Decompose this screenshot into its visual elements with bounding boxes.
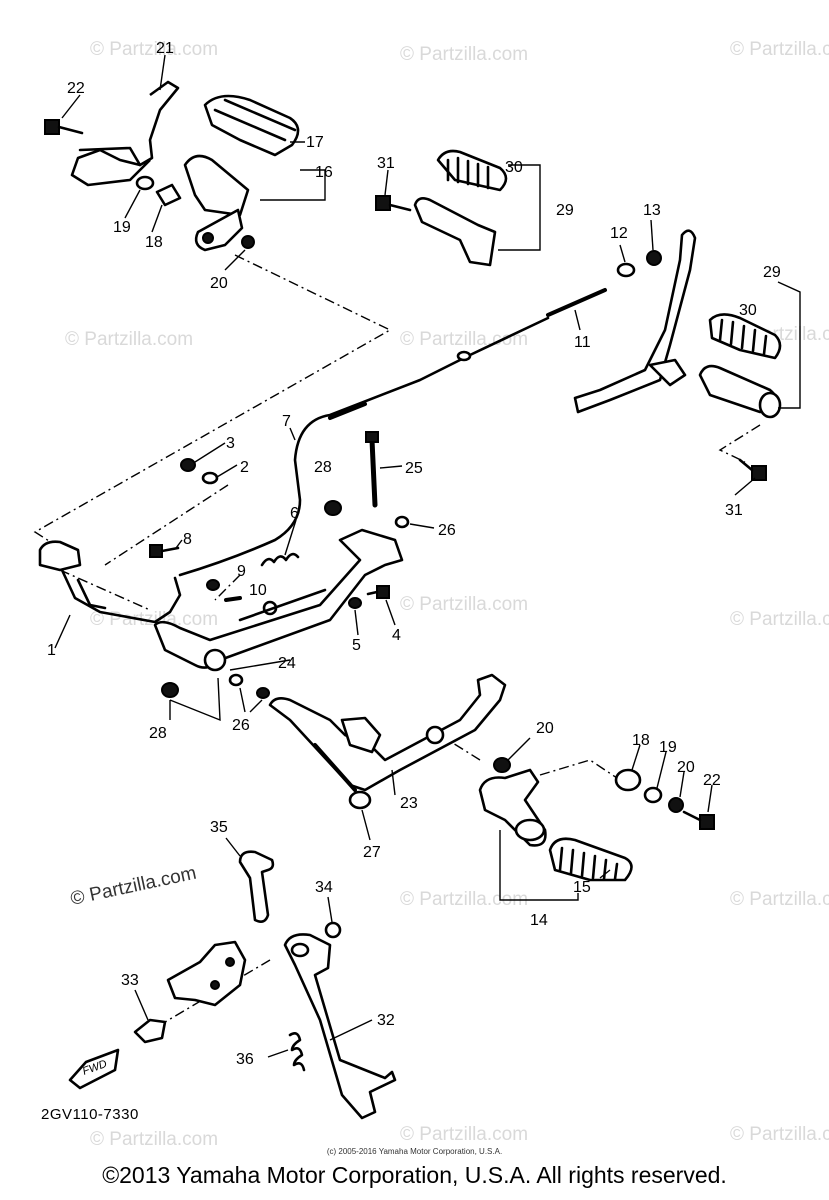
callout-20: 20 (677, 759, 695, 776)
watermark: © Partzilla.com (730, 39, 829, 60)
watermark: © Partzilla.com (400, 329, 528, 350)
diagram-code: 2GV110-7330 (41, 1106, 139, 1123)
callout-30: 30 (505, 159, 523, 176)
callout-19: 19 (113, 219, 131, 236)
brake-pedal (38, 540, 182, 649)
callout-7: 7 (282, 413, 291, 430)
callout-30: 30 (739, 302, 757, 319)
watermark: © Partzilla.com (400, 44, 528, 65)
watermark: © Partzilla.com (730, 609, 829, 630)
callout-26: 26 (232, 717, 250, 734)
callout-1: 1 (47, 642, 56, 659)
small-copyright: (c) 2005-2016 Yamaha Motor Corporation, … (326, 1147, 503, 1156)
callout-25: 25 (405, 460, 423, 477)
watermark: © Partzilla.com (400, 594, 528, 615)
callout-21: 21 (156, 40, 174, 57)
callout-29: 29 (556, 202, 574, 219)
callout-3: 3 (226, 435, 235, 452)
callout-14: 14 (530, 912, 548, 929)
callout-12: 12 (610, 225, 628, 242)
callout-36: 36 (236, 1051, 254, 1068)
callout-24: 24 (278, 655, 296, 672)
callout-19: 19 (659, 739, 677, 756)
left-rear-footrest-assembly (44, 54, 485, 271)
watermark: © Partzilla.com (730, 889, 829, 910)
watermark: © Partzilla.com (730, 1124, 829, 1145)
right-footrest-bar (268, 673, 507, 841)
watermark: © Partzilla.com (90, 609, 218, 630)
watermark: © Partzilla.com (400, 1124, 528, 1145)
sidestand-assembly: FWD (68, 837, 397, 1120)
brake-rod (178, 316, 550, 577)
callout-22: 22 (67, 80, 85, 97)
passenger-footrest-left (375, 149, 541, 267)
callout-15: 15 (573, 879, 591, 896)
callout-8: 8 (183, 531, 192, 548)
callout-31: 31 (377, 155, 395, 172)
callout-4: 4 (392, 627, 401, 644)
callout-labels: 1 2 3 4 5 6 7 8 9 10 11 12 13 14 15 16 1… (47, 40, 781, 1068)
callout-2: 2 (240, 459, 249, 476)
callout-16: 16 (315, 164, 333, 181)
callout-34: 34 (315, 879, 333, 896)
callout-22: 22 (703, 772, 721, 789)
callout-27: 27 (363, 844, 381, 861)
watermark: © Partzilla.com (90, 39, 218, 60)
callout-26: 26 (438, 522, 456, 539)
watermark-dark: © Partzilla.com (69, 863, 199, 910)
callout-31: 31 (725, 502, 743, 519)
callout-11: 11 (574, 334, 591, 351)
callout-20: 20 (536, 720, 554, 737)
copyright-notice: ©2013 Yamaha Motor Corporation, U.S.A. A… (102, 1162, 727, 1188)
rider-footrest-right (478, 737, 715, 901)
watermark: © Partzilla.com (90, 1129, 218, 1150)
watermark: © Partzilla.com (65, 329, 193, 350)
callout-23: 23 (400, 795, 418, 812)
right-rear-bracket-assembly (546, 219, 801, 496)
main-footrest-bar (149, 431, 435, 722)
callout-17: 17 (306, 134, 324, 151)
callout-32: 32 (377, 1012, 395, 1029)
callout-13: 13 (643, 202, 661, 219)
callout-18: 18 (145, 234, 163, 251)
callout-18: 18 (632, 732, 650, 749)
callout-5: 5 (352, 637, 361, 654)
watermark: © Partzilla.com (400, 889, 528, 910)
callout-9: 9 (237, 563, 246, 580)
callout-6: 6 (290, 505, 299, 522)
callout-28: 28 (149, 725, 167, 742)
callout-20: 20 (210, 275, 228, 292)
callout-29: 29 (763, 264, 781, 281)
callout-10: 10 (249, 582, 267, 599)
callout-28: 28 (314, 459, 332, 476)
callout-35: 35 (210, 819, 228, 836)
callout-33: 33 (121, 972, 139, 989)
